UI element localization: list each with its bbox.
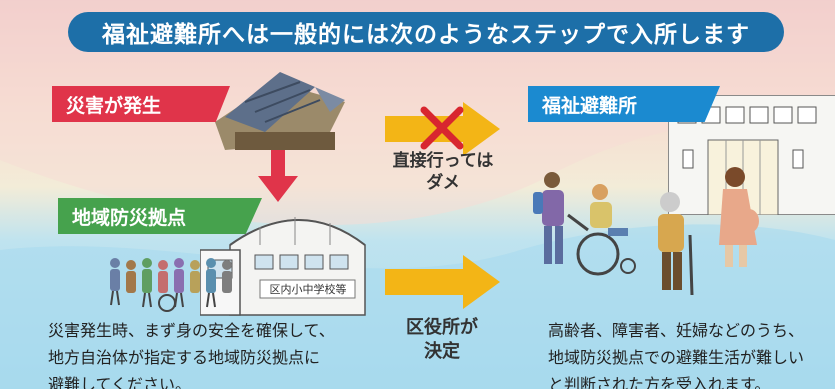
cross-icon: [420, 106, 464, 150]
ward-office-text: 区役所が 決定: [406, 317, 478, 362]
school-sign: 区内小中学校等: [269, 283, 347, 296]
welfare-shelter-tag: 福祉避難所: [528, 86, 720, 122]
right-line-3: と判断された方を受入れます。: [548, 375, 771, 389]
ward-office-label: 区役所が 決定: [382, 316, 502, 364]
left-description: 災害発生時、まず身の安全を確保して、 地方自治体が指定する地域防災拠点に 避難し…: [48, 317, 378, 389]
page-title: 福祉避難所へは一般的には次のようなステップで入所します: [68, 12, 784, 52]
left-line-1: 災害発生時、まず身の安全を確保して、: [48, 321, 335, 340]
right-line-2: 地域防災拠点での避難生活が難しい: [548, 348, 805, 367]
left-line-2: 地方自治体が指定する地域防災拠点に: [48, 348, 321, 367]
local-center-tag: 地域防災拠点: [58, 198, 262, 234]
evacuees-icon: [110, 258, 232, 312]
right-description: 高齢者、障害者、妊婦などのうち、 地域防災拠点での避難生活が難しい と判断された…: [548, 317, 835, 389]
wheelchair-person-icon: [533, 172, 636, 276]
collapsed-house-icon: [215, 72, 345, 150]
elderly-person-icon: [658, 192, 694, 296]
no-direct-label: 直接行っては ダメ: [378, 150, 508, 194]
right-arrow-icon: [385, 255, 500, 309]
disaster-tag: 災害が発生: [52, 86, 230, 122]
right-line-1: 高齢者、障害者、妊婦などのうち、: [548, 321, 805, 340]
pregnant-person-icon: [719, 167, 759, 267]
no-direct-text: 直接行っては ダメ: [392, 151, 494, 193]
left-line-3: 避難してください。: [48, 375, 192, 389]
down-arrow-icon: [258, 150, 298, 202]
